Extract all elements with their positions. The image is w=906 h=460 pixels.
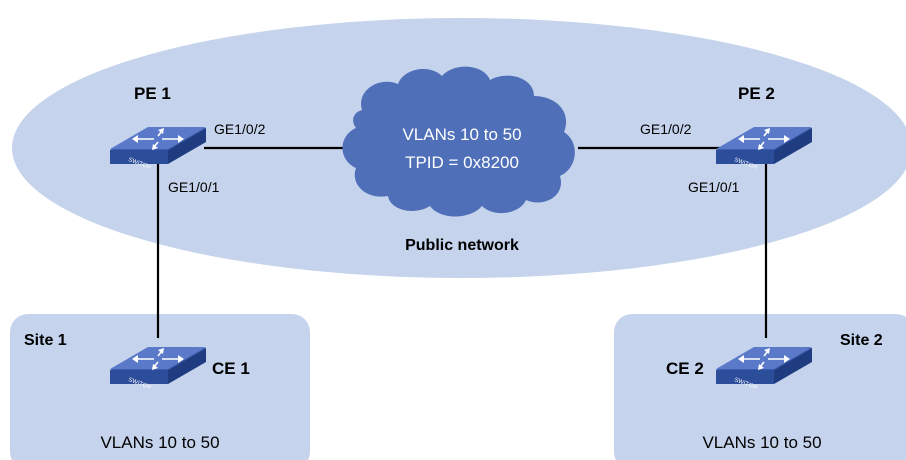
links: [156, 146, 768, 338]
site2-area: [614, 314, 906, 460]
pe1-downlink-port: GE1/0/1: [168, 179, 220, 195]
ce1-label: CE 1: [212, 359, 250, 378]
pe1-uplink-port: GE1/0/2: [214, 121, 266, 137]
site1-label: Site 1: [24, 332, 67, 349]
pe1-label: PE 1: [134, 84, 171, 103]
pe2-label: PE 2: [738, 84, 775, 103]
site2-vlans-label: VLANs 10 to 50: [702, 433, 821, 452]
site1-vlans-label: VLANs 10 to 50: [100, 433, 219, 452]
public-network-cloud: [342, 66, 575, 217]
site2-label: Site 2: [840, 332, 883, 349]
cloud-tpid-label: TPID = 0x8200: [405, 153, 519, 172]
pe2-uplink-port: GE1/0/2: [640, 121, 692, 137]
cloud-vlans-label: VLANs 10 to 50: [402, 125, 521, 144]
public-network-label: Public network: [405, 237, 519, 254]
pe2-downlink-port: GE1/0/1: [688, 179, 740, 195]
ce2-label: CE 2: [666, 359, 704, 378]
site1-area: [10, 314, 310, 460]
